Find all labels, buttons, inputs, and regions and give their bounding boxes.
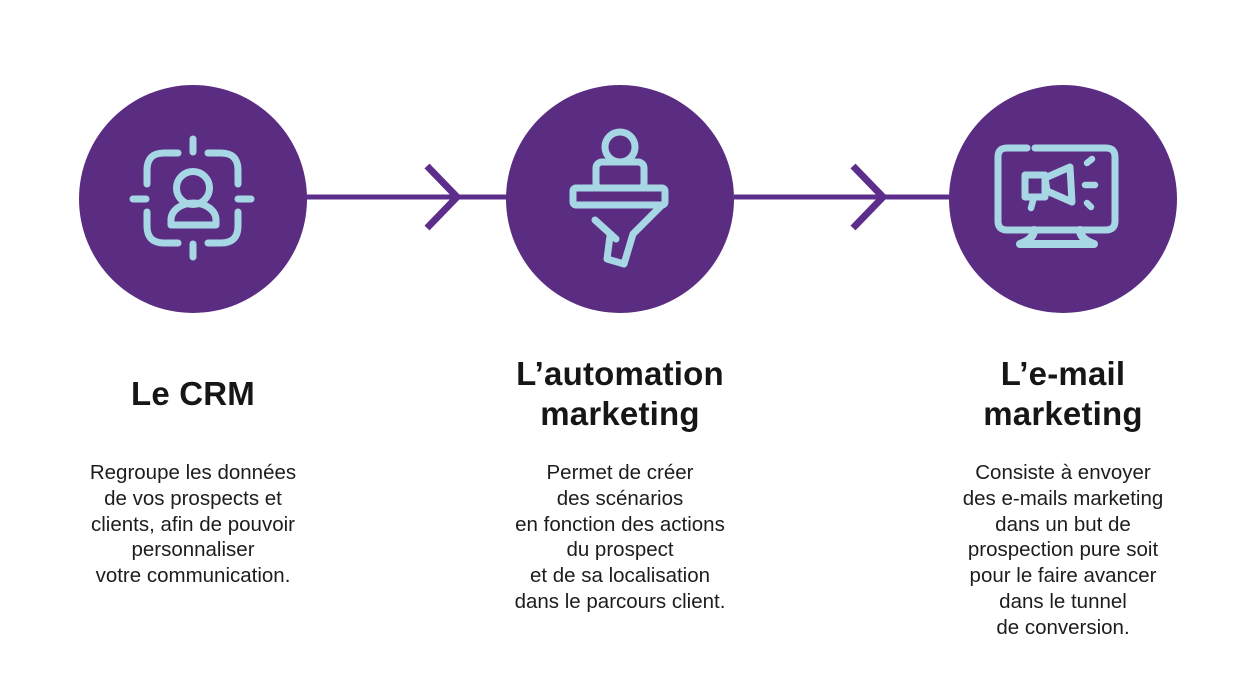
step-title: L’automation marketing	[516, 355, 724, 432]
step-description: Consiste à envoyer des e-mails marketing…	[962, 461, 1164, 639]
email-circle	[949, 85, 1177, 313]
step-description: Regroupe les données de vos prospects et…	[89, 461, 297, 588]
step-email-marketing: L’e-mail marketing Consiste à envoyer de…	[903, 0, 1223, 680]
monitor-megaphone-icon	[994, 144, 1119, 248]
funnel-user-icon	[569, 128, 669, 268]
step-automation-marketing: L’automation marketing Permet de créer d…	[460, 0, 780, 680]
step-crm: Le CRM Regroupe les données de vos prosp…	[33, 0, 353, 680]
step-title: L’e-mail marketing	[983, 355, 1143, 432]
arrow-right-icon	[734, 163, 954, 231]
crm-circle	[79, 85, 307, 313]
automation-circle	[506, 85, 734, 313]
target-user-icon	[129, 135, 255, 261]
arrow-right-icon	[306, 163, 511, 231]
step-description: Permet de créer des scénarios en fonctio…	[514, 461, 726, 613]
step-title: Le CRM	[130, 375, 256, 412]
